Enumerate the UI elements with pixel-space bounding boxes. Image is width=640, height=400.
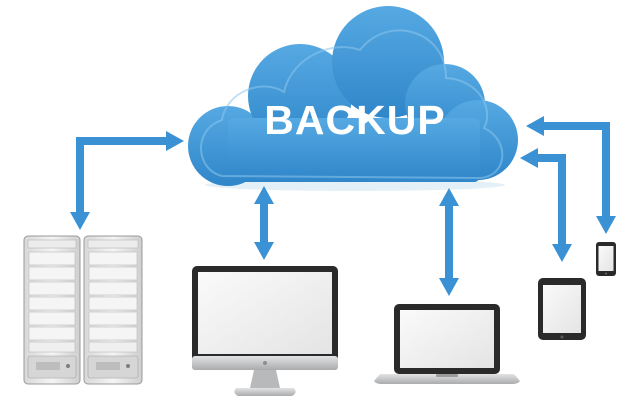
tablet-icon xyxy=(538,278,586,340)
connection-arrows xyxy=(70,116,616,296)
server-unit-right xyxy=(83,235,143,385)
desktop-monitor-icon xyxy=(192,266,338,396)
phone-sync-arrow xyxy=(526,116,616,234)
server-rack-icon xyxy=(23,235,143,385)
laptop-icon xyxy=(374,304,520,384)
server-unit-left xyxy=(23,235,81,385)
desktop-sync-arrow xyxy=(254,186,274,260)
smartphone-icon xyxy=(596,242,616,276)
backup-cloud-icon xyxy=(188,6,518,191)
tablet-sync-arrow xyxy=(520,148,572,262)
laptop-sync-arrow xyxy=(439,188,459,296)
servers-sync-arrow xyxy=(70,131,184,230)
